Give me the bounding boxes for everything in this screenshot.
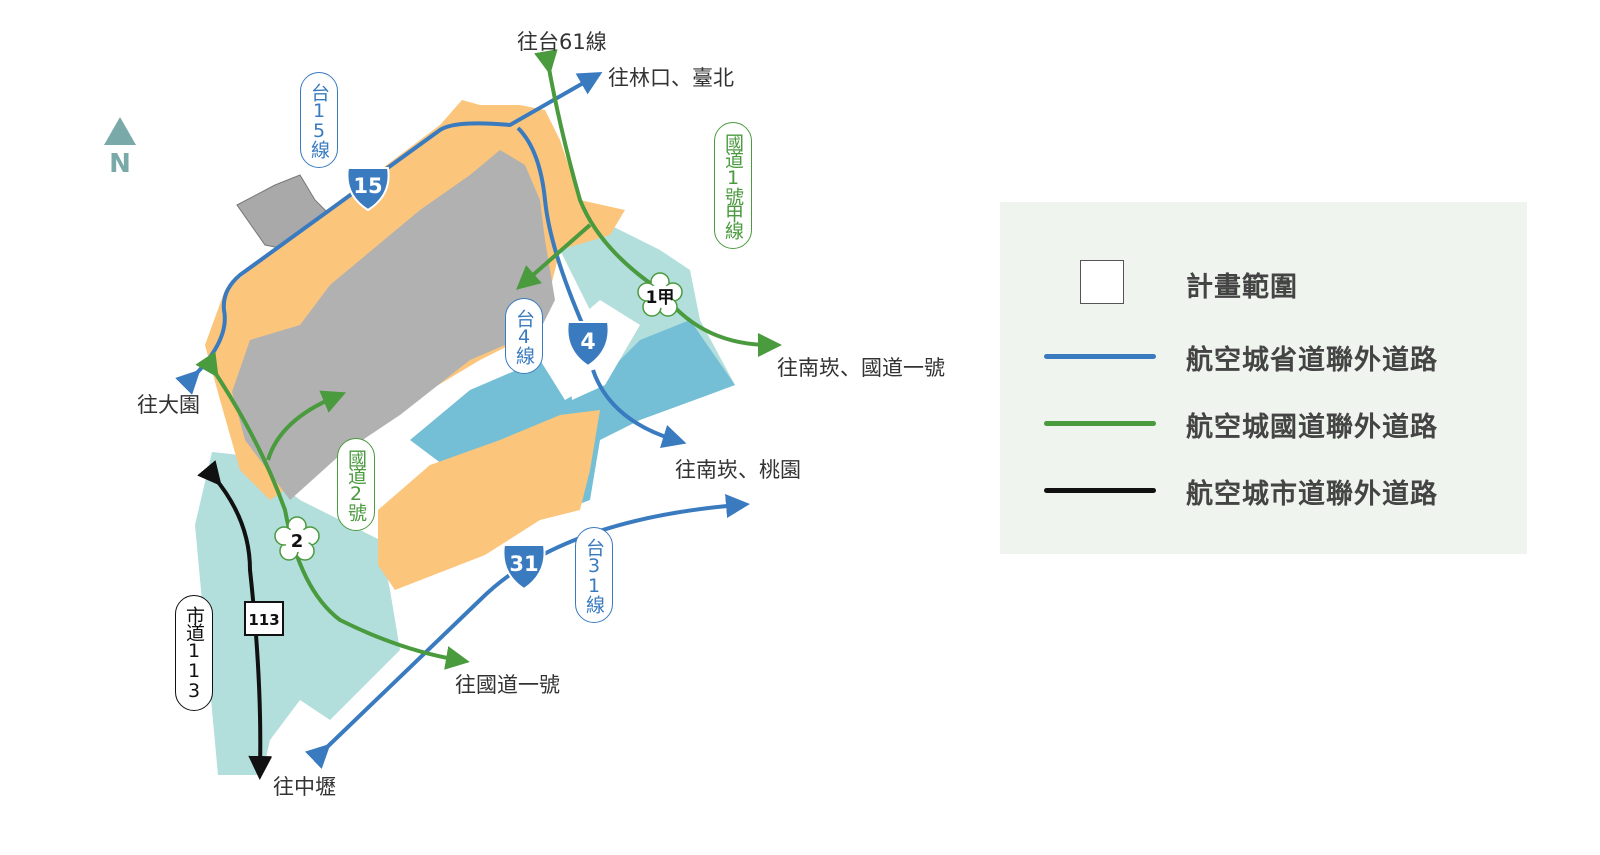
svg-text:1甲: 1甲	[646, 288, 675, 308]
dest-nankan-nh1: 往南崁、國道一號	[777, 356, 945, 380]
shield-tai15: 15	[346, 167, 390, 212]
legend-label: 航空城省道聯外道路	[1186, 345, 1438, 376]
national-line-swatch	[1044, 421, 1156, 426]
legend-label: 航空城國道聯外道路	[1186, 412, 1438, 443]
legend-item-national: 航空城國道聯外道路	[1000, 397, 1527, 447]
svg-text:15: 15	[353, 174, 382, 198]
label-city113: 市道113	[175, 595, 213, 711]
dest-dayuan: 往大園	[137, 393, 200, 417]
legend-item-municipal: 航空城市道聯外道路	[1000, 464, 1527, 514]
label-tai15: 台15線	[300, 72, 338, 168]
svg-text:2: 2	[291, 531, 304, 552]
legend: 計畫範圍 航空城省道聯外道路 航空城國道聯外道路 航空城市道聯外道路	[1000, 202, 1527, 554]
shield-city113: 113	[244, 601, 284, 636]
label-tai4: 台4線	[505, 298, 543, 374]
road-nh2	[195, 351, 470, 670]
road-nh1a	[534, 49, 782, 357]
svg-text:31: 31	[509, 552, 538, 576]
shield-tai4: 4	[566, 321, 610, 368]
map-canvas: 15 4 31 1甲 2 113	[175, 49, 782, 780]
svg-text:113: 113	[248, 611, 279, 629]
plan-area-swatch	[1080, 260, 1124, 304]
label-nh1a: 國道1號甲線	[714, 122, 752, 249]
road-city113	[197, 460, 273, 780]
dest-nh1: 往國道一號	[455, 673, 560, 697]
road-nh2-branch	[266, 390, 347, 461]
legend-item-plan-area: 計畫範圍	[1000, 257, 1527, 307]
legend-label: 航空城市道聯外道路	[1186, 479, 1438, 510]
road-nh1a-branch	[515, 223, 592, 290]
legend-item-provincial: 航空城省道聯外道路	[1000, 330, 1527, 380]
dest-tai61: 往台61線	[517, 30, 607, 54]
north-arrow: N	[103, 115, 137, 179]
dest-linkou: 往林口、臺北	[608, 66, 734, 90]
legend-label: 計畫範圍	[1186, 272, 1298, 303]
label-nh2: 國道2號	[337, 438, 375, 531]
north-label: N	[109, 149, 131, 179]
svg-text:4: 4	[580, 330, 595, 355]
dest-zhongli: 往中壢	[273, 775, 336, 799]
shield-nh1a: 1甲	[637, 272, 683, 317]
shield-tai31: 31	[502, 544, 546, 591]
municipal-line-swatch	[1044, 488, 1156, 493]
dest-nankan-taoyuan: 往南崁、桃園	[675, 458, 801, 482]
road-tai4-south	[591, 369, 687, 448]
provincial-line-swatch	[1044, 354, 1156, 359]
north-arrow-icon	[104, 117, 136, 145]
shield-nh2: 2	[274, 516, 320, 561]
road-tai15	[175, 72, 603, 395]
label-tai31: 台31線	[575, 527, 613, 623]
